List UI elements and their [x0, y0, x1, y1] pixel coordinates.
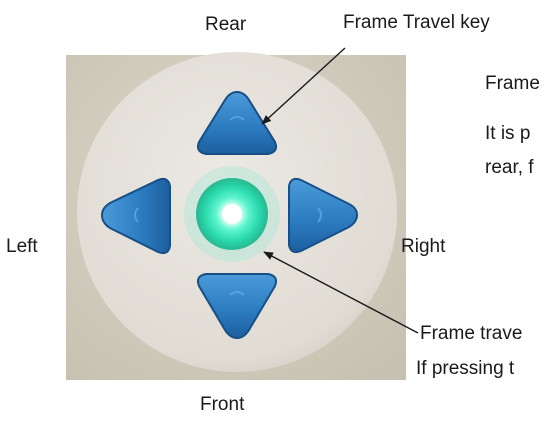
frame-travel-light-label: Frame trave [420, 323, 522, 345]
rear-label: Rear [205, 14, 246, 36]
left-label: Left [6, 236, 38, 258]
front-label: Front [200, 394, 244, 416]
side-text-line-3: rear, f [485, 157, 534, 179]
frame-travel-key-label: Frame Travel key [343, 12, 490, 34]
side-text-line-2: It is p [485, 123, 530, 145]
pressing-text-label: If pressing t [416, 358, 514, 380]
right-label: Right [401, 236, 445, 258]
frame-travel-indicator [184, 166, 280, 262]
side-text-line-1: Frame [485, 73, 540, 95]
